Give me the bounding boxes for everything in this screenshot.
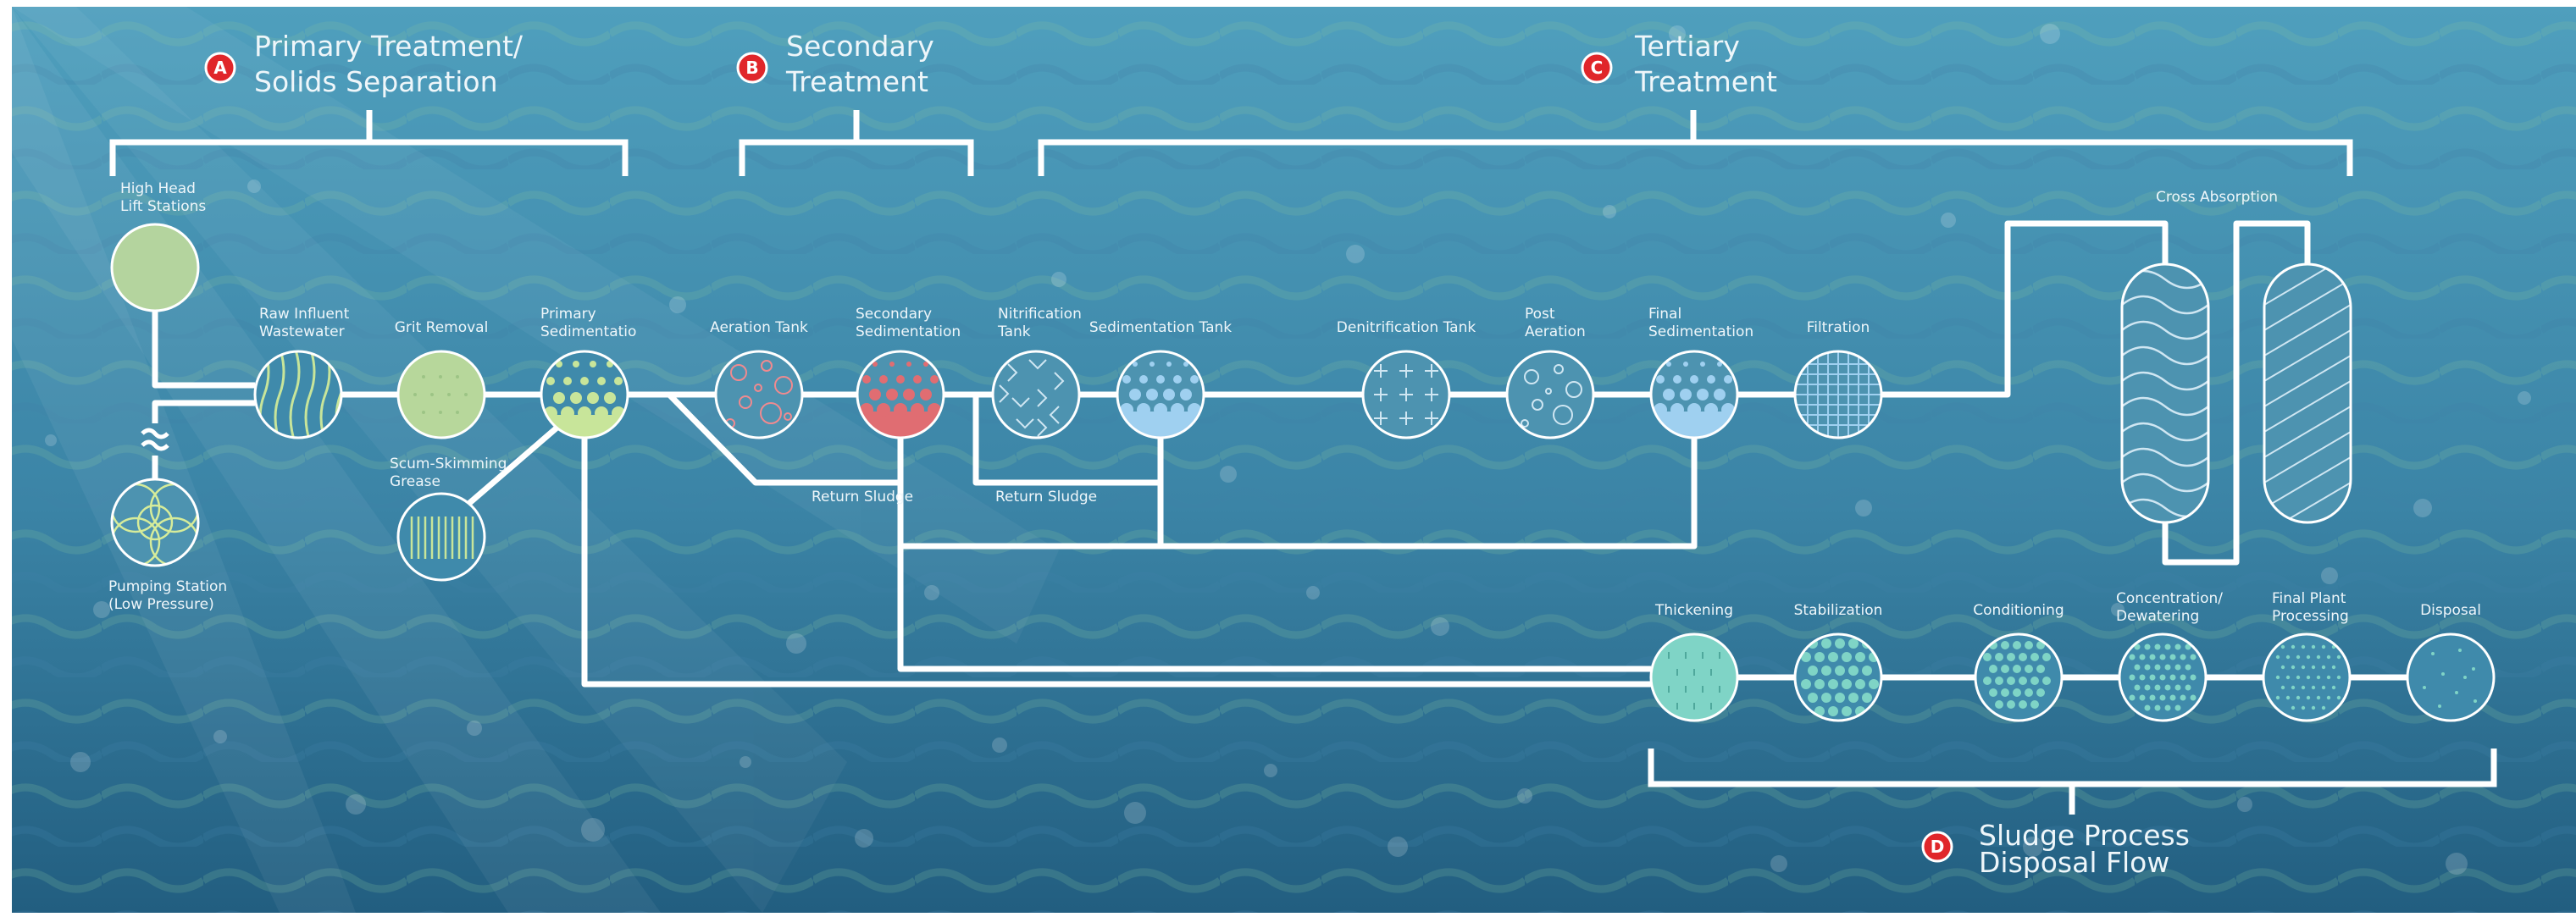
scum-label-line2: Grease	[390, 473, 440, 490]
absorption-tank-1	[2122, 264, 2208, 522]
section-c-header: C Tertiary Treatment	[1581, 30, 1777, 98]
filtration-label: Filtration	[1807, 319, 1870, 336]
node-thickening: Thickening	[1649, 602, 1739, 722]
badge-d-letter: D	[1931, 837, 1945, 857]
node-nitrification-tank: Nitrification Tank	[991, 306, 1082, 439]
badge-a	[204, 52, 236, 84]
node-primary-sedimentation: Primary Sedimentatio	[540, 306, 636, 439]
primary-sed-label-line2: Sedimentatio	[540, 323, 636, 340]
post-aeration-label-line2: Aeration	[1525, 323, 1586, 340]
absorption-tank-2	[2264, 264, 2351, 522]
node-disposal: Disposal	[2406, 602, 2496, 722]
raw-influent-label-line1: Raw Influent	[259, 306, 350, 323]
section-a-title-line2: Solids Separation	[254, 65, 498, 98]
badge-a-letter: A	[213, 58, 227, 78]
node-high-head-lift-stations: High Head Lift Stations	[110, 180, 206, 312]
concentration-label-line1: Concentration/	[2116, 590, 2223, 607]
node-final-plant-processing: Final Plant Processing	[2262, 590, 2352, 722]
node-grit-removal: Grit Removal	[395, 319, 489, 439]
node-secondary-sedimentation: Secondary Sedimentation	[856, 306, 961, 439]
section-c-title-line1: Tertiary	[1634, 30, 1740, 63]
pipe-break-symbol	[141, 428, 169, 451]
final-plant-label-line1: Final Plant	[2272, 590, 2346, 607]
section-b-title-line2: Treatment	[785, 65, 928, 98]
node-scum-skimming-grease: Scum-Skimming Grease	[390, 456, 507, 582]
section-brackets	[109, 110, 2497, 815]
badge-b	[736, 52, 768, 84]
cross-absorption-label: Cross Absorption	[2156, 189, 2278, 206]
final-plant-label-line2: Processing	[2272, 608, 2349, 625]
badge-b-letter: B	[745, 58, 758, 78]
pumping-label-line2: (Low Pressure)	[108, 596, 214, 613]
badge-c-letter: C	[1591, 58, 1604, 78]
sed-tank-label: Sedimentation Tank	[1089, 319, 1232, 336]
section-d-header: D Sludge Process Disposal Flow	[1921, 819, 2190, 879]
secondary-sed-label-line2: Sedimentation	[856, 323, 961, 340]
return-sludge-label-2: Return Sludge	[995, 489, 1097, 505]
final-sed-label-line1: Final	[1648, 306, 1681, 323]
bubbles	[45, 24, 2531, 875]
flow-lines	[152, 220, 2407, 688]
section-c-title-line2: Treatment	[1634, 65, 1777, 98]
raw-influent-label-line2: Wastewater	[259, 323, 345, 340]
stabilization-label: Stabilization	[1794, 602, 1883, 619]
section-b-title-line1: Secondary	[786, 30, 934, 63]
primary-sed-label-line1: Primary	[540, 306, 596, 323]
node-concentration-dewatering: Concentration/ Dewatering	[2116, 590, 2223, 722]
denitrification-label: Denitrification Tank	[1337, 319, 1476, 336]
disposal-label: Disposal	[2420, 602, 2481, 619]
section-a-title-line1: Primary Treatment/	[254, 30, 524, 63]
node-filtration: Filtration	[1793, 319, 1883, 439]
pumping-label-line1: Pumping Station	[108, 578, 227, 595]
node-stabilization: Stabilization	[1793, 602, 1883, 722]
concentration-label-line2: Dewatering	[2116, 608, 2199, 625]
section-a-header: A Primary Treatment/ Solids Separation	[204, 30, 524, 98]
return-sludge-label-1: Return Sludge	[812, 489, 913, 505]
grit-label: Grit Removal	[395, 319, 489, 336]
high-head-label-line1: High Head	[120, 180, 196, 197]
node-cross-absorption: Cross Absorption	[2120, 189, 2352, 524]
section-d-title-line2: Disposal Flow	[1979, 846, 2169, 879]
nitrification-label-line1: Nitrification	[998, 306, 1082, 323]
aeration-label: Aeration Tank	[710, 319, 808, 336]
scum-label-line1: Scum-Skimming	[390, 456, 507, 472]
badge-c	[1581, 52, 1613, 84]
secondary-sed-label-line1: Secondary	[856, 306, 932, 323]
node-final-sedimentation: Final Sedimentation	[1648, 306, 1753, 439]
node-post-aeration: Post Aeration	[1505, 306, 1595, 439]
node-denitrification-tank: Denitrification Tank	[1337, 319, 1476, 439]
final-sed-label-line2: Sedimentation	[1648, 323, 1753, 340]
node-aeration-tank: Aeration Tank	[710, 319, 808, 439]
section-d-title-line1: Sludge Process	[1979, 819, 2190, 852]
node-conditioning: Conditioning	[1973, 602, 2064, 722]
nitrification-label-line2: Tank	[997, 323, 1031, 340]
high-head-label-line2: Lift Stations	[120, 198, 206, 215]
section-b-header: B Secondary Treatment	[736, 30, 934, 98]
badge-d	[1921, 831, 1953, 863]
post-aeration-label-line1: Post	[1525, 306, 1555, 323]
thickening-label: Thickening	[1654, 602, 1733, 619]
node-pumping-station: Pumping Station (Low Pressure)	[108, 478, 227, 613]
conditioning-label: Conditioning	[1973, 602, 2064, 619]
